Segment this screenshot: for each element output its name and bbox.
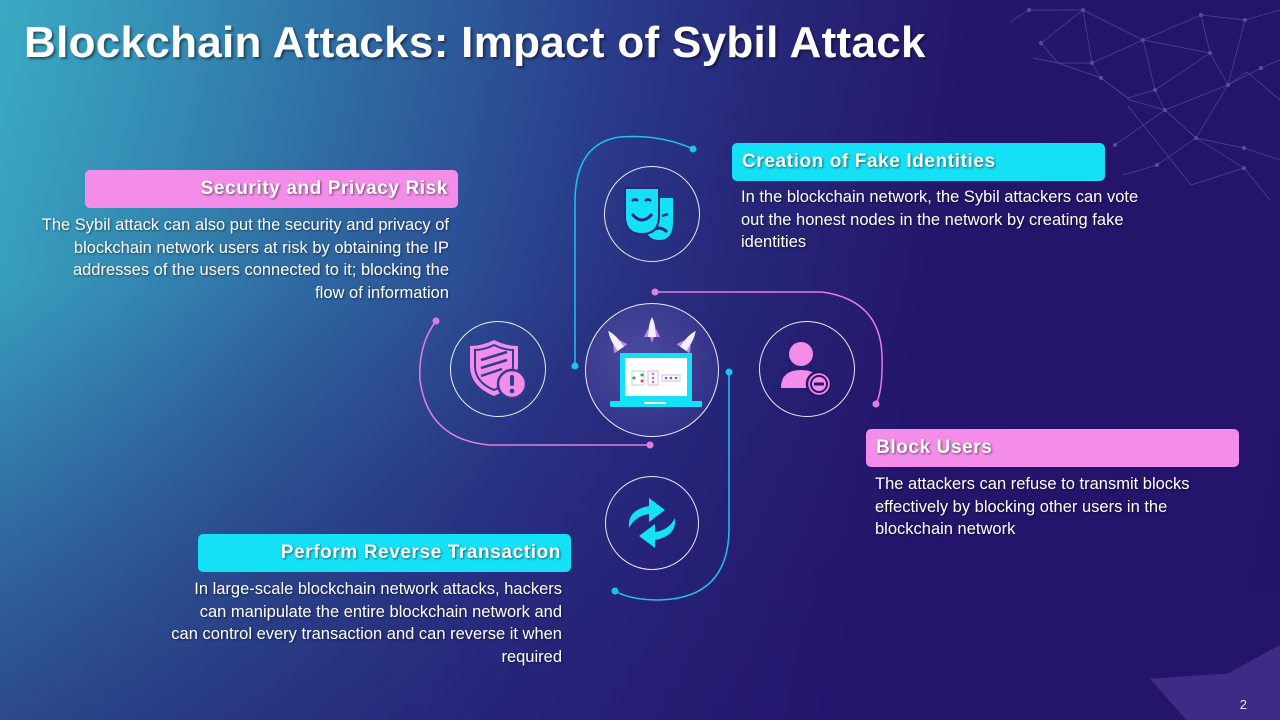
- block-users-icon-circle: [759, 321, 855, 417]
- label-security-privacy-risk: Security and Privacy Risk: [85, 170, 458, 208]
- desc-perform-reverse-transaction: In large-scale blockchain network attack…: [171, 580, 562, 666]
- page-number: 2: [1239, 697, 1247, 712]
- shield-warning-icon: [470, 340, 528, 400]
- refresh-arrows-icon: [628, 498, 676, 548]
- network-pattern-decoration: [1009, 8, 1280, 200]
- security-risk-icon-circle: [450, 321, 546, 417]
- user-block-icon: [781, 342, 833, 398]
- label-perform-reverse-transaction: Perform Reverse Transaction: [198, 534, 571, 572]
- desc-creation-fake-identities: In the blockchain network, the Sybil att…: [741, 188, 1139, 251]
- label-block-users: Block Users: [866, 429, 1239, 467]
- desc-block-users: The attackers can refuse to transmit blo…: [875, 475, 1190, 538]
- slide-title: Blockchain Attacks: Impact of Sybil Atta…: [24, 18, 926, 67]
- label-creation-fake-identities: Creation of Fake Identities: [732, 143, 1105, 181]
- theater-masks-icon: [624, 187, 673, 240]
- reverse-transaction-icon-circle: [605, 476, 699, 570]
- fake-identities-icon-circle: [604, 166, 700, 262]
- desc-security-privacy-risk: The Sybil attack can also put the securi…: [41, 216, 449, 302]
- center-laptop-circle: [585, 303, 719, 437]
- laptop-with-rockets-icon: [608, 317, 702, 407]
